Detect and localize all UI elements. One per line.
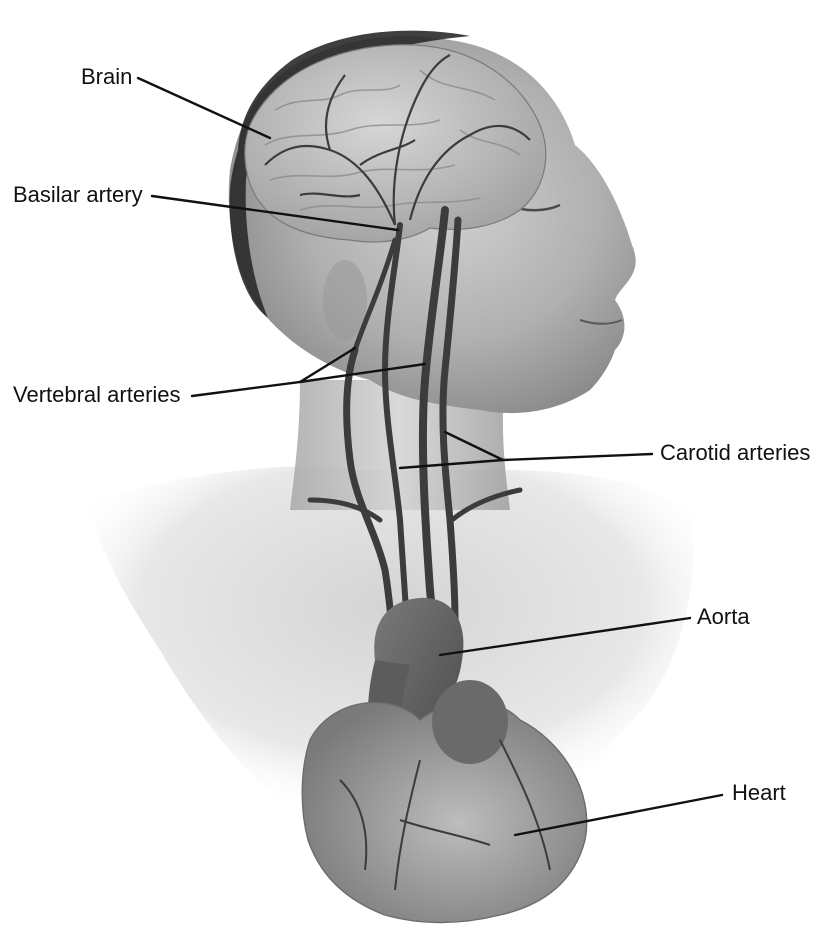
label-basilar-artery: Basilar artery	[13, 182, 143, 207]
label-vertebral-arteries: Vertebral arteries	[13, 382, 181, 407]
label-carotid-arteries: Carotid arteries	[660, 440, 810, 465]
label-heart: Heart	[732, 780, 786, 805]
label-brain: Brain	[81, 64, 132, 89]
left-atrium	[432, 680, 508, 764]
label-aorta: Aorta	[697, 604, 750, 629]
